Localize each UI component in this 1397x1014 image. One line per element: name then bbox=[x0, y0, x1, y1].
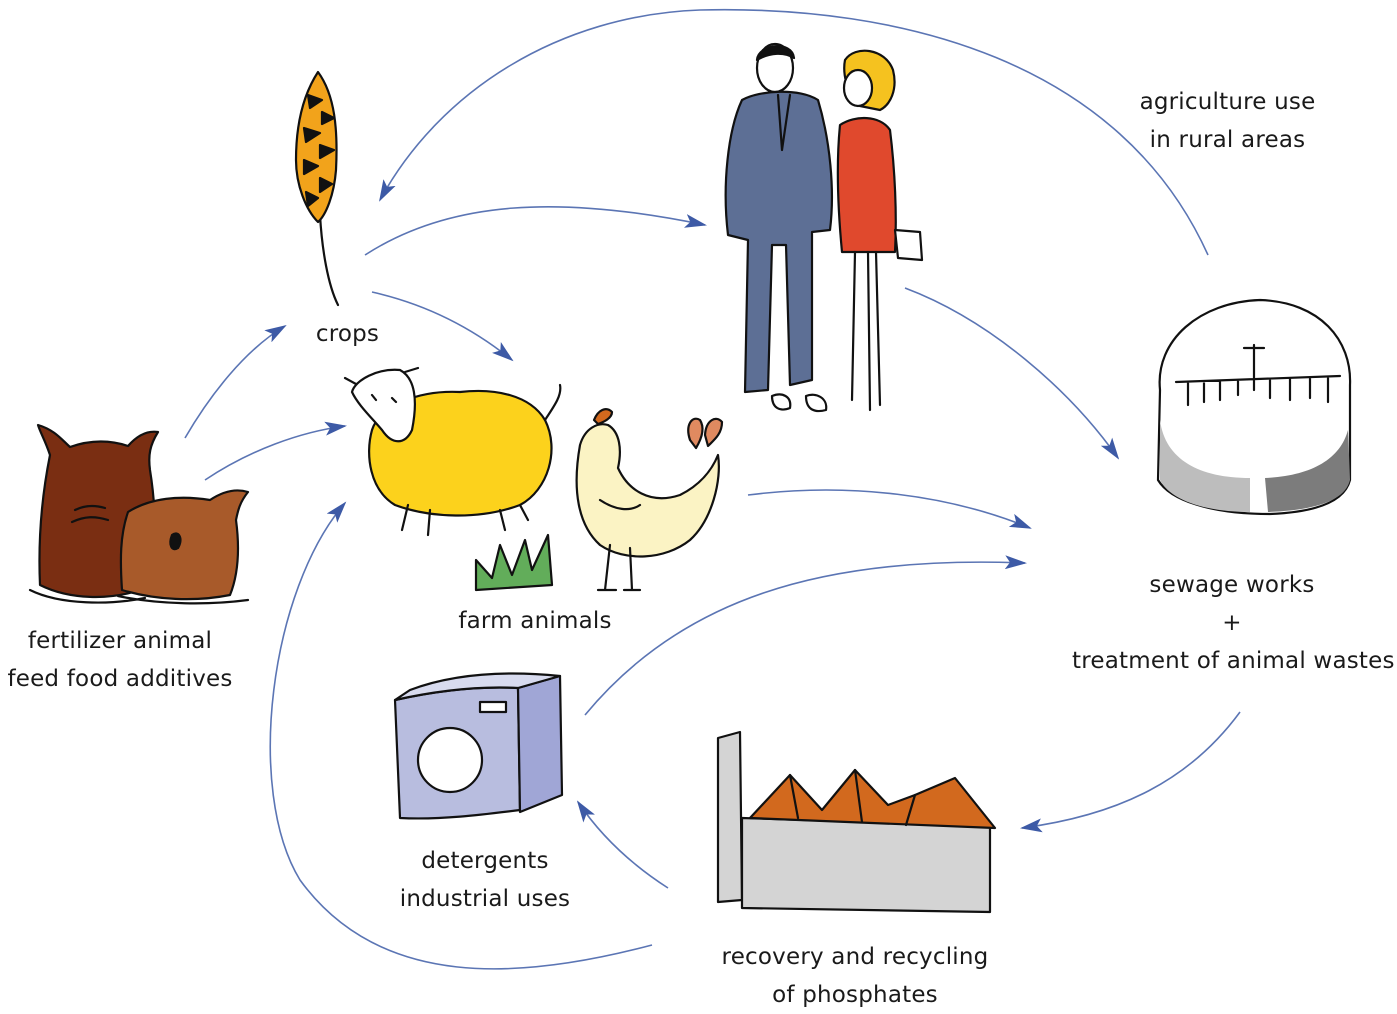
flow-arrows bbox=[184, 8, 1241, 970]
arrow-crops-to-people bbox=[364, 206, 707, 256]
arrow-agriculture-to-crops bbox=[379, 8, 1209, 256]
detergents-label-line1: detergents bbox=[421, 848, 549, 874]
farm-animals-label: farm animals bbox=[440, 602, 630, 640]
farm-animals-icon bbox=[343, 366, 724, 592]
arrow-recovery-to-animals bbox=[269, 501, 653, 970]
agriculture-label-line2: in rural areas bbox=[1149, 127, 1306, 153]
arrow-crops-to-animals bbox=[371, 291, 514, 362]
sewage-label-line3: treatment of animal wastes bbox=[1072, 648, 1395, 674]
fertilizer-label: fertilizer animal feed food additives bbox=[0, 622, 240, 698]
agriculture-label-line1: agriculture use bbox=[1139, 89, 1316, 115]
fertilizer-sacks-icon bbox=[28, 423, 250, 605]
sewage-label: sewage works + treatment of animal waste… bbox=[1072, 566, 1395, 680]
arrow-fertilizer-to-animals bbox=[204, 421, 347, 481]
arrow-fertilizer-to-crops bbox=[184, 324, 287, 439]
farm-animals-label-text: farm animals bbox=[458, 608, 612, 634]
arrow-detergents-to-sewage bbox=[584, 555, 1027, 716]
arrow-sewage-to-recovery bbox=[1020, 711, 1241, 833]
sewage-label-line1: sewage works bbox=[1149, 572, 1315, 598]
arrow-people-to-sewage bbox=[904, 287, 1120, 460]
wheat-icon bbox=[294, 70, 340, 307]
recovery-label-line2: of phosphates bbox=[772, 982, 938, 1008]
sewage-label-line2: + bbox=[1222, 610, 1242, 636]
agriculture-label: agriculture use in rural areas bbox=[1125, 83, 1330, 159]
detergents-label: detergents industrial uses bbox=[380, 842, 590, 918]
crops-label-text: crops bbox=[315, 321, 380, 347]
recovery-label: recovery and recycling of phosphates bbox=[710, 938, 1000, 1014]
arrow-animals-to-sewage bbox=[747, 489, 1032, 529]
fertilizer-label-line2: feed food additives bbox=[7, 666, 233, 692]
detergents-label-line2: industrial uses bbox=[399, 886, 571, 912]
washing-machine-icon bbox=[393, 672, 564, 820]
sewage-tank-icon bbox=[1156, 298, 1352, 516]
recovery-label-line1: recovery and recycling bbox=[721, 944, 989, 970]
factory-icon bbox=[716, 730, 997, 914]
people-icon bbox=[724, 42, 924, 413]
fertilizer-label-line1: fertilizer animal bbox=[27, 628, 213, 654]
crops-label: crops bbox=[300, 315, 395, 353]
arrow-recovery-to-detergents bbox=[576, 800, 669, 889]
